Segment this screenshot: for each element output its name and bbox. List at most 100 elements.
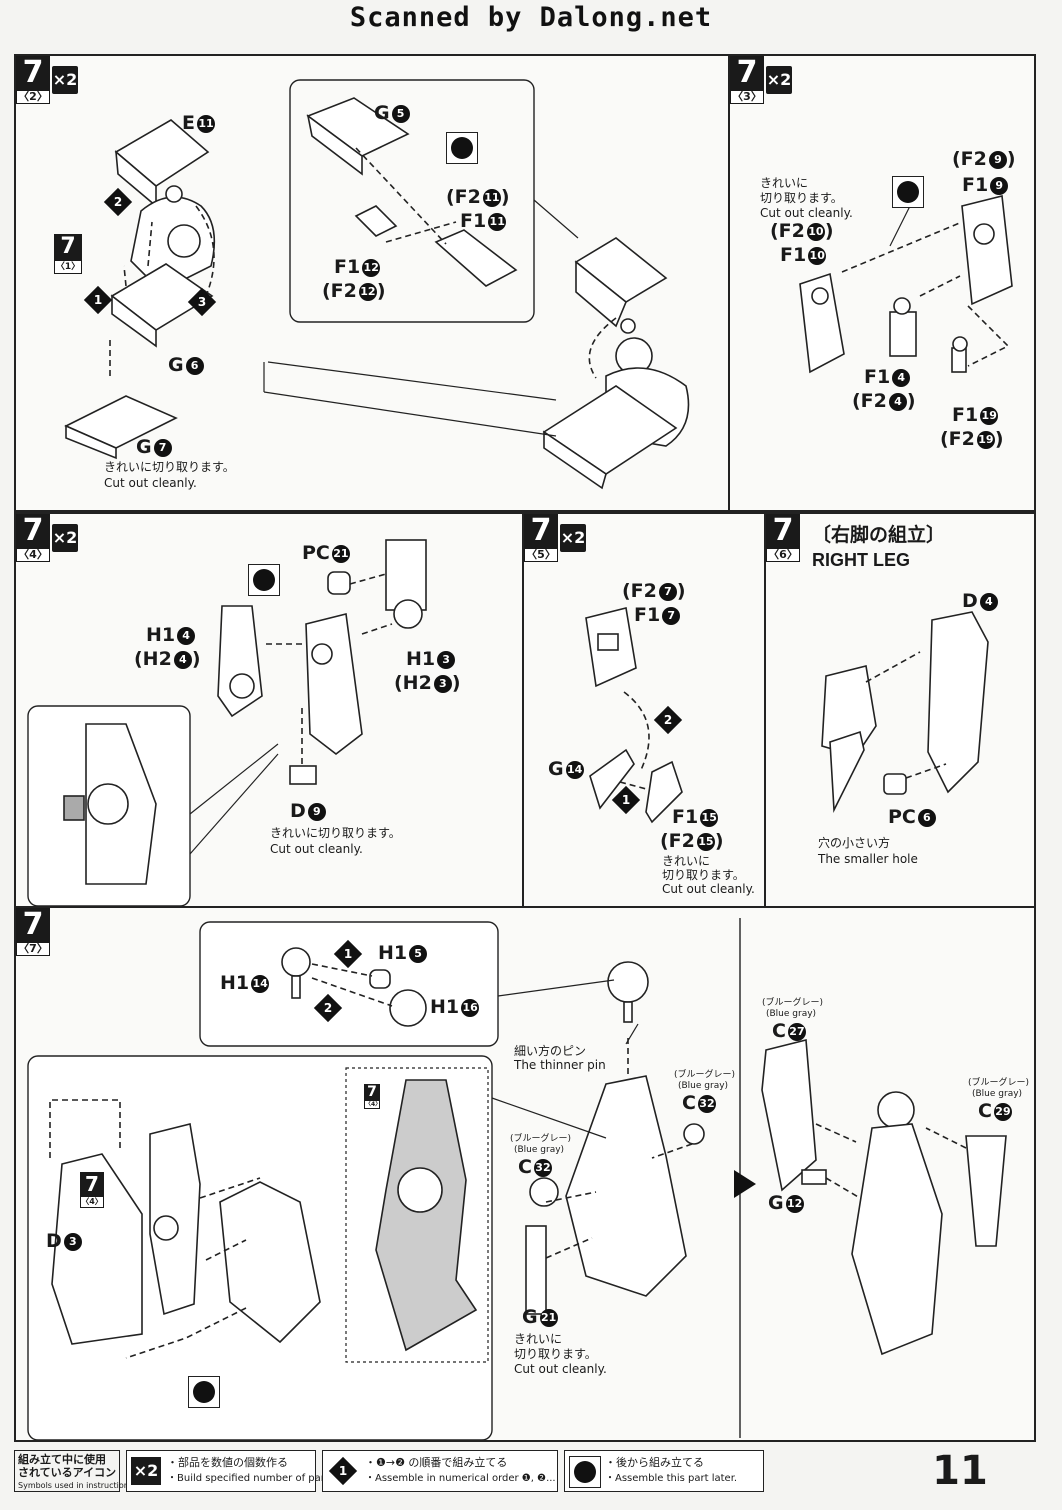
- bluegray-jp-a: (ブルーグレー): [674, 1070, 736, 1080]
- note-cut-jp-1: きれいに: [514, 1332, 563, 1346]
- multiply-icon: ×2: [131, 1457, 161, 1485]
- assembly-illustration: [585, 607, 683, 824]
- step-badge: 7〈2〉: [16, 56, 50, 104]
- step-badge: 7〈7〉: [16, 908, 50, 956]
- step-badge: 7〈4〉: [16, 514, 50, 562]
- assemble-later-icon: [569, 1456, 601, 1488]
- order-icon: 1: [328, 1456, 358, 1486]
- step-1-marker: 1: [611, 785, 641, 815]
- step-badge: 7〈5〉: [524, 514, 558, 562]
- note-cut-en: Cut out cleanly.: [760, 206, 853, 220]
- assembly-illustration: [27, 918, 1007, 1440]
- bluegray-en-a: (Blue gray): [678, 1081, 729, 1091]
- bluegray-en-c: (Blue gray): [766, 1009, 817, 1019]
- step-2-marker: 2: [653, 705, 683, 735]
- symbols-legend: 組み立て中に使用 されているアイコン Symbols used in instr…: [14, 1450, 1048, 1492]
- section-title-jp: 〔右脚の組立〕: [812, 524, 946, 546]
- note-cut-jp-1: きれいに: [662, 854, 711, 868]
- panel-step-7-2: 7〈2〉 ×2: [14, 54, 730, 512]
- note-cut-jp-2: 切り取ります。: [760, 191, 843, 205]
- step-badge: 7〈6〉: [766, 514, 800, 562]
- section-title-en: RIGHT LEG: [812, 550, 910, 570]
- ref-step-7-4-a: 7〈4〉: [80, 1172, 104, 1208]
- note-cut-jp-1: きれいに: [760, 176, 809, 190]
- assemble-later-icon: [892, 176, 924, 208]
- note-cut-en: Cut out cleanly.: [270, 842, 363, 856]
- bluegray-jp-d: (ブルーグレー): [968, 1078, 1030, 1088]
- note-smaller-hole-jp: 穴の小さい方: [818, 836, 891, 850]
- legend-multiply: ×2 ・部品を数値の個数作る ・Build specified number o…: [126, 1450, 337, 1492]
- note-smaller-hole-en: The smaller hole: [818, 852, 918, 866]
- note-cut-en: Cut out cleanly.: [662, 882, 755, 896]
- multiply-badge: ×2: [52, 66, 78, 94]
- multiply-badge: ×2: [560, 524, 586, 552]
- note-cut-en: Cut out cleanly.: [104, 476, 197, 490]
- note-thinner-pin-en: The thinner pin: [514, 1058, 606, 1072]
- step-2-marker: 2: [313, 993, 343, 1023]
- ref-step-7-1: 7〈1〉: [54, 234, 82, 274]
- note-cut-jp-2: 切り取ります。: [662, 868, 745, 882]
- note-cut-jp-2: 切り取ります。: [514, 1347, 597, 1361]
- step-2-marker: 2: [103, 187, 133, 217]
- bluegray-en-b: (Blue gray): [514, 1145, 565, 1155]
- legend-later: ・後から組み立てる ・Assemble this part later.: [564, 1450, 764, 1492]
- assembly-illustration: [821, 611, 989, 814]
- assembly-illustration: [799, 195, 1013, 374]
- bluegray-jp-c: (ブルーグレー): [762, 998, 824, 1008]
- multiply-badge: ×2: [52, 524, 78, 552]
- note-cut-jp: きれいに切り取ります。: [104, 460, 235, 474]
- assemble-later-icon: [446, 132, 478, 164]
- note-cut-en: Cut out cleanly.: [514, 1362, 607, 1376]
- multiply-badge: ×2: [766, 66, 792, 94]
- bluegray-jp-b: (ブルーグレー): [510, 1134, 572, 1144]
- step-1-marker: 1: [333, 939, 363, 969]
- assemble-later-icon: [188, 1376, 220, 1408]
- note-cut-jp: きれいに切り取ります。: [270, 826, 401, 840]
- step-1-marker: 1: [83, 285, 113, 315]
- bluegray-en-d: (Blue gray): [972, 1089, 1023, 1099]
- legend-heading: 組み立て中に使用 されているアイコン Symbols used in instr…: [14, 1450, 133, 1492]
- ref-step-7-4-b: 7〈4〉: [364, 1084, 382, 1109]
- panel-step-7-7: 7〈7〉: [14, 906, 1036, 1442]
- page-number: 11: [932, 1448, 988, 1494]
- assembly-illustration: [64, 79, 690, 490]
